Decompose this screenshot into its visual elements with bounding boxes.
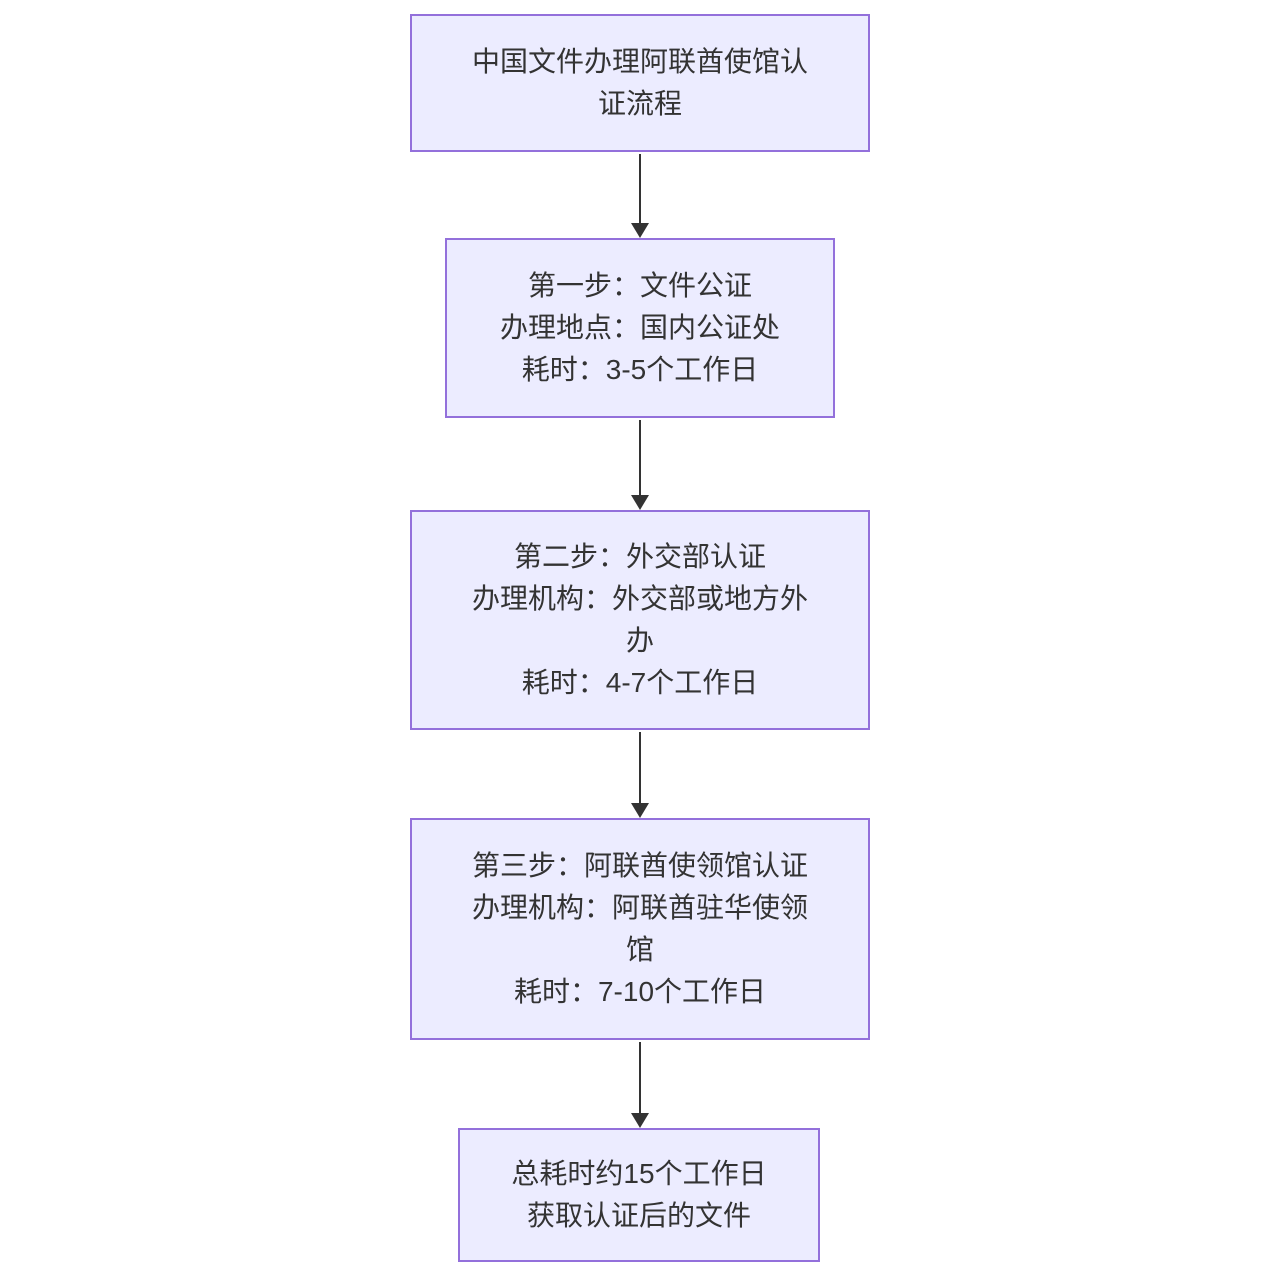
- arrow-line: [639, 154, 641, 223]
- flow-arrow-start-step1: [631, 154, 649, 238]
- node-text-line: 办: [625, 625, 654, 656]
- node-text-line: 耗时：4-7个工作日: [521, 667, 759, 698]
- node-text-line: 办理地点：国内公证处: [499, 312, 780, 343]
- flow-node-result: 总耗时约15个工作日获取认证后的文件: [458, 1128, 820, 1262]
- node-text-line: 获取认证后的文件: [526, 1200, 751, 1231]
- node-text-line: 总耗时约15个工作日: [511, 1158, 767, 1189]
- arrow-line: [639, 1042, 641, 1113]
- node-text-line: 中国文件办理阿联酋使馆认: [471, 46, 808, 77]
- node-text-line: 第三步：阿联酋使领馆认证: [471, 850, 808, 881]
- flow-arrow-step2-step3: [631, 732, 649, 818]
- node-text-line: 馆: [625, 934, 654, 965]
- node-text-line: 办理机构：阿联酋驻华使领: [471, 892, 808, 923]
- node-text-line: 耗时：3-5个工作日: [521, 354, 759, 385]
- arrowhead-down-icon: [631, 495, 649, 510]
- node-text-line: 证流程: [597, 88, 682, 119]
- flow-arrow-step3-end: [631, 1042, 649, 1128]
- flow-arrow-step1-step2: [631, 420, 649, 510]
- flow-node-title: 中国文件办理阿联酋使馆认证流程: [410, 14, 870, 152]
- arrowhead-down-icon: [631, 803, 649, 818]
- node-text-line: 耗时：7-10个工作日: [513, 976, 767, 1007]
- arrowhead-down-icon: [631, 1113, 649, 1128]
- arrow-line: [639, 420, 641, 495]
- node-text-line: 第二步：外交部认证: [513, 541, 766, 572]
- flow-node-step1: 第一步：文件公证办理地点：国内公证处耗时：3-5个工作日: [445, 238, 835, 418]
- node-text-line: 办理机构：外交部或地方外: [471, 583, 808, 614]
- node-text-line: 第一步：文件公证: [527, 270, 752, 301]
- flow-node-step2: 第二步：外交部认证办理机构：外交部或地方外办耗时：4-7个工作日: [410, 510, 870, 730]
- arrowhead-down-icon: [631, 223, 649, 238]
- flow-node-step3: 第三步：阿联酋使领馆认证办理机构：阿联酋驻华使领馆耗时：7-10个工作日: [410, 818, 870, 1040]
- arrow-line: [639, 732, 641, 803]
